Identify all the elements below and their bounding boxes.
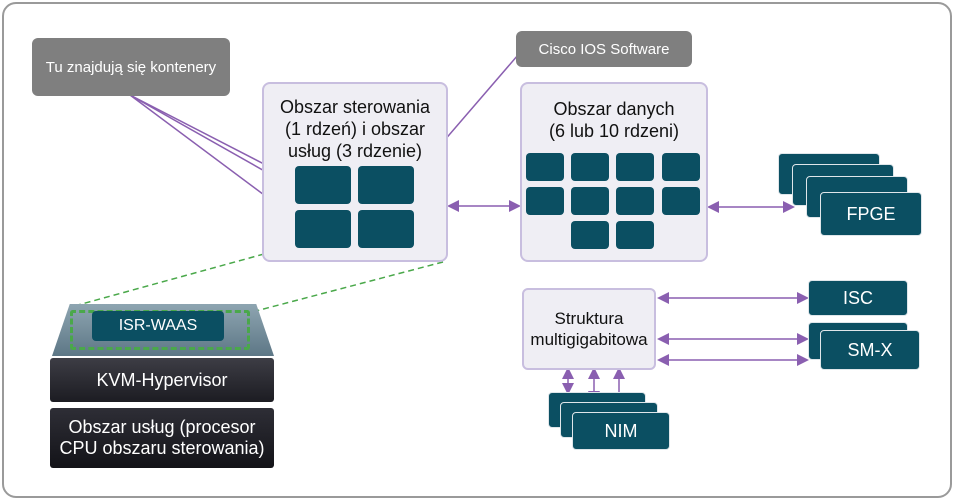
data-core-9	[571, 221, 609, 249]
data-core-5	[526, 187, 564, 215]
control-core-2	[358, 166, 414, 204]
hypervisor-layer: KVM-Hypervisor	[50, 358, 274, 402]
isc-module: ISC	[808, 280, 908, 316]
service-plane-label-1: Obszar usług (procesor	[68, 417, 256, 437]
control-plane-title-3: usług (3 rdzenie)	[287, 141, 423, 161]
data-core-4	[662, 153, 700, 181]
service-plane-label-2: CPU obszaru sterowania)	[59, 438, 265, 458]
isc-label: ISC	[842, 287, 873, 308]
zoom-line-left	[77, 253, 265, 306]
control-core-4	[358, 210, 414, 248]
fabric-label-2: multigigabitowa	[530, 330, 648, 349]
ios-callout-text: Cisco IOS Software	[538, 40, 670, 58]
control-plane-title-1: Obszar sterowania	[279, 97, 431, 117]
data-core-7	[616, 187, 654, 215]
smx-label: SM-X	[847, 339, 893, 360]
zoom-line-right	[251, 261, 444, 313]
smx-module: SM-X	[820, 330, 920, 370]
isr-waas-label: ISR-WAAS	[118, 317, 198, 334]
isr-waas-box: ISR-WAAS	[92, 311, 224, 341]
fpge-card: FPGE	[820, 192, 922, 236]
data-core-1	[526, 153, 564, 181]
ios-callout: Cisco IOS Software	[516, 31, 692, 67]
fabric-box: Struktura multigigabitowa	[522, 288, 656, 370]
control-plane-region: Obszar sterowania (1 rdzeń) i obszar usł…	[262, 82, 448, 262]
containers-callout: Tu znajdują się kontenery	[32, 38, 230, 96]
nim-label: NIM	[604, 420, 638, 441]
nim-module: NIM	[572, 412, 670, 450]
service-plane-layer: Obszar usług (procesor CPU obszaru stero…	[50, 408, 274, 468]
data-core-8	[662, 187, 700, 215]
data-plane-title-2: (6 lub 10 rdzeni)	[548, 121, 680, 141]
fabric-label-1: Struktura	[554, 309, 624, 328]
control-plane-title-2: (1 rdzeń) i obszar	[284, 119, 426, 139]
data-plane-title-1: Obszar danych	[553, 99, 675, 119]
control-core-3	[295, 210, 351, 248]
data-core-6	[571, 187, 609, 215]
data-core-10	[616, 221, 654, 249]
fpge-label: FPGE	[846, 203, 896, 224]
control-core-1	[295, 166, 351, 204]
data-core-3	[616, 153, 654, 181]
containers-callout-text: Tu znajdują się kontenery	[45, 58, 217, 76]
hypervisor-label: KVM-Hypervisor	[96, 369, 228, 390]
data-core-2	[571, 153, 609, 181]
